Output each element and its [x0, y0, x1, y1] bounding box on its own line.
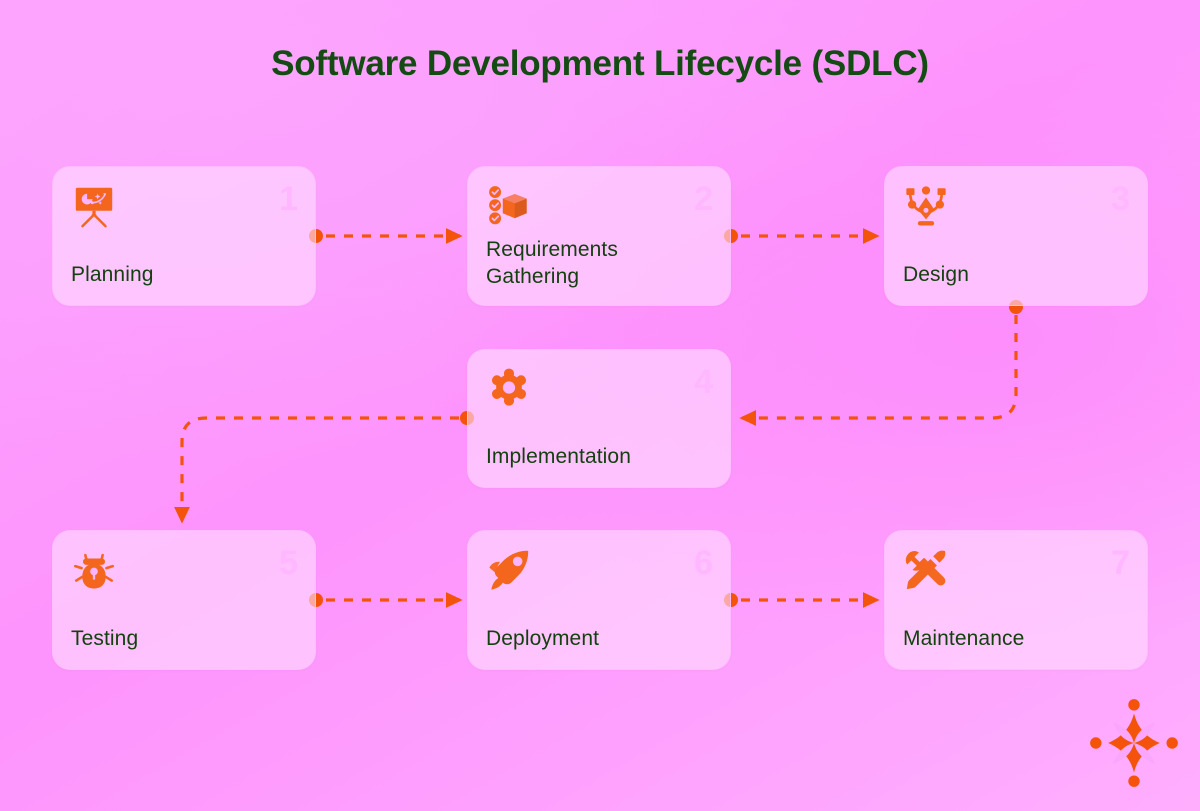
stage-card-deployment[interactable]: 6 Deployment: [467, 530, 731, 670]
stage-label: Implementation: [486, 445, 631, 469]
stage-label: Testing: [71, 627, 139, 651]
gear-icon: [486, 366, 532, 412]
stage-number: 3: [1111, 180, 1130, 218]
pen-tool-icon: [903, 183, 949, 229]
connector-4-to-5: [174, 411, 474, 524]
stage-number: 7: [1111, 544, 1130, 582]
stage-label: Planning: [71, 263, 154, 287]
connector-3-to-4: [739, 300, 1023, 426]
four-point-star-compass-logo: [1088, 697, 1180, 789]
stage-card-planning[interactable]: 1 Planning: [52, 166, 316, 306]
stage-label: Deployment: [486, 627, 600, 651]
stage-number: 1: [279, 180, 298, 218]
stage-number: 5: [279, 544, 298, 582]
stage-card-maintenance[interactable]: 7 Maintenance: [884, 530, 1148, 670]
connector-5-to-6: [309, 592, 463, 608]
connector-1-to-2: [309, 228, 463, 244]
connector-2-to-3: [724, 228, 880, 244]
stage-card-implementation[interactable]: 4 Implementation: [467, 349, 731, 488]
page-title: Software Development Lifecycle (SDLC): [271, 44, 929, 83]
stage-number: 2: [694, 180, 713, 218]
stage-card-testing[interactable]: 5 Testing: [52, 530, 316, 670]
stage-card-design[interactable]: 3 Design: [884, 166, 1148, 306]
checklist-box-icon: [486, 183, 532, 229]
connector-6-to-7: [724, 592, 880, 608]
stage-number: 6: [694, 544, 713, 582]
stage-card-requirements-gathering[interactable]: 2 Requirements Gathering: [467, 166, 731, 306]
stage-number: 4: [694, 363, 713, 401]
stage-label: Requirements Gathering: [486, 238, 618, 289]
tools-wrench-screwdriver-icon: [903, 547, 949, 593]
stage-label: Design: [903, 263, 969, 287]
stage-label: Maintenance: [903, 627, 1025, 651]
rocket-icon: [486, 547, 532, 593]
bug-icon: [71, 547, 117, 593]
presentation-chart-icon: [71, 183, 117, 229]
